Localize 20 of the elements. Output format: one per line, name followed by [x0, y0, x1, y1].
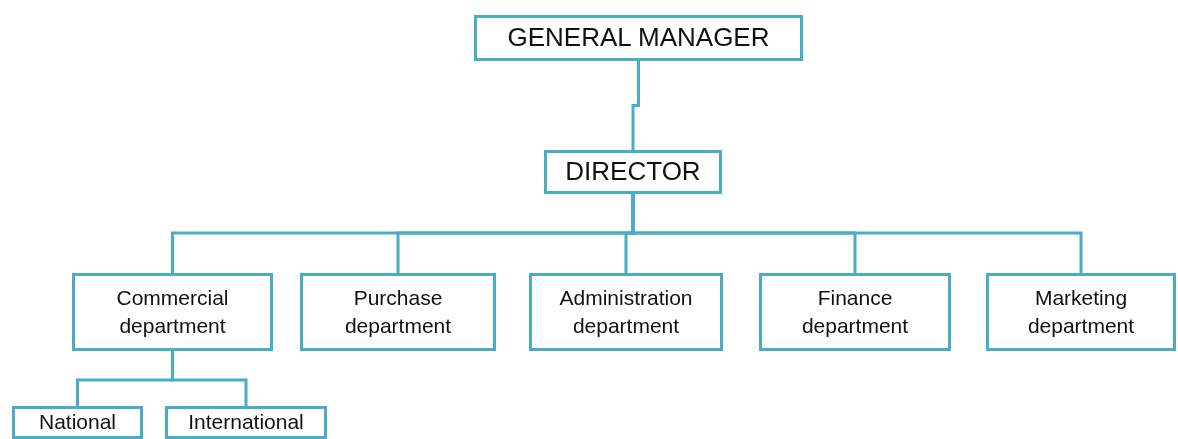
org-box — [529, 273, 723, 351]
box-label: Marketing department — [1026, 284, 1136, 339]
box-label: GENERAL MANAGER — [507, 21, 770, 55]
box-label: DIRECTOR — [565, 155, 701, 189]
box-label: Purchase department — [343, 284, 453, 339]
org-box — [986, 273, 1176, 351]
org-box — [72, 273, 273, 351]
org-box — [12, 406, 143, 439]
box-label: Administration department — [558, 284, 694, 339]
box-label: International — [188, 409, 304, 436]
box-label: Commercial department — [115, 284, 230, 339]
org-box — [300, 273, 496, 351]
box-label: National — [38, 409, 117, 436]
org-box — [165, 406, 327, 439]
connector-line — [631, 194, 1083, 273]
org-box — [759, 273, 951, 351]
connector-line — [631, 61, 640, 150]
org-box — [474, 15, 803, 61]
org-box — [544, 150, 722, 194]
box-label: Finance department — [800, 284, 910, 339]
